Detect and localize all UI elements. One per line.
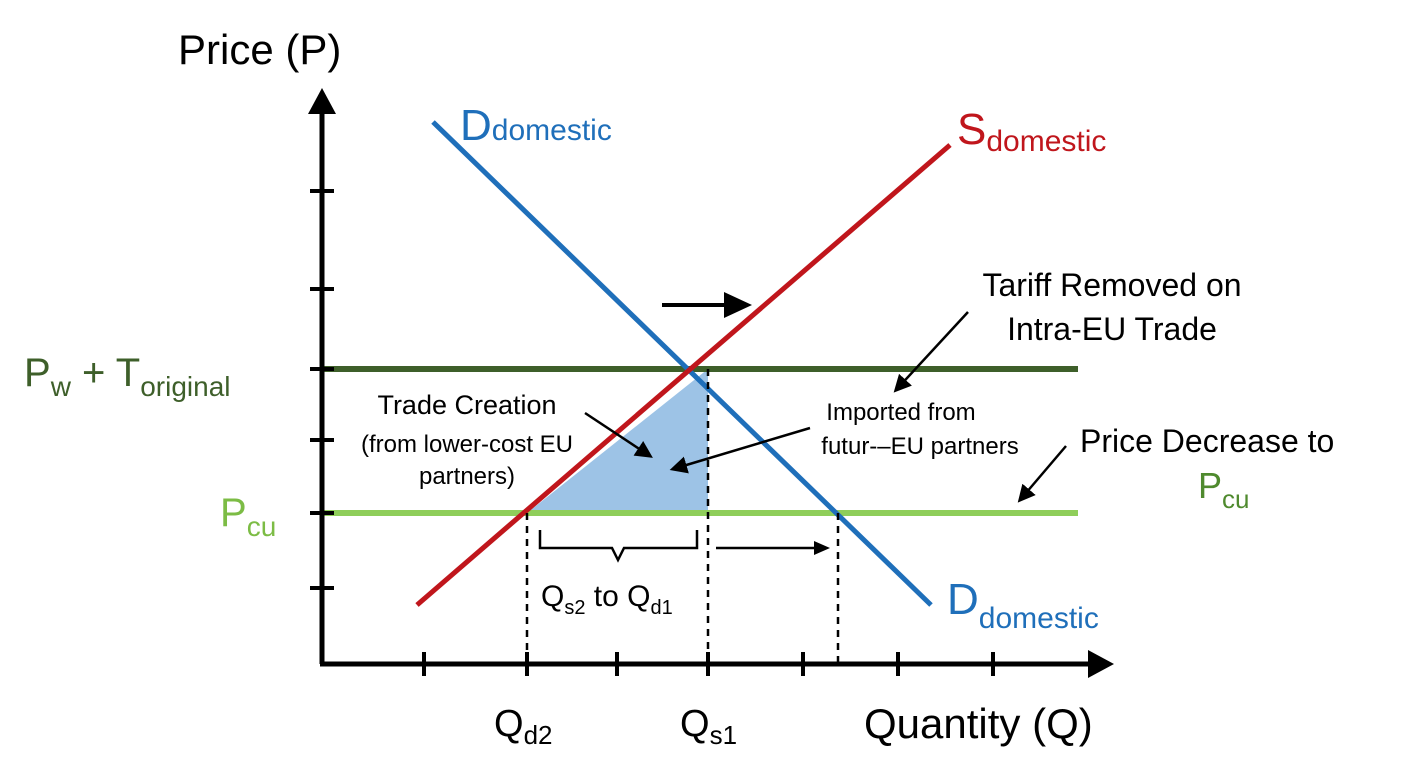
tariff-removed-arrow	[893, 311, 969, 393]
supply-curve	[415, 143, 952, 607]
supply-label: Sdomestic	[957, 105, 1106, 158]
trade-creation-label: Trade Creation	[377, 390, 556, 420]
price-decrease-arrow	[1017, 445, 1067, 503]
trade-creation-sublabel: (from lower-cost EU	[361, 431, 573, 458]
quantity-shift-arrow	[716, 541, 830, 555]
imported-from-arrow	[669, 426, 811, 474]
y-axis-ticks	[310, 189, 334, 590]
trade-creation-area	[527, 369, 708, 513]
price-decrease-label: Price Decrease to	[1080, 423, 1334, 459]
customs-union-price-label: Pcu	[220, 491, 276, 542]
x-axis-ticks	[422, 652, 995, 676]
tariff-removed-label: Tariff Removed on	[982, 267, 1241, 303]
y-axis	[308, 88, 336, 664]
imported-from-label: Imported from	[826, 399, 975, 426]
tariff-removed-sublabel: Intra-EU Trade	[1007, 311, 1217, 347]
price-decrease-pcu-label: Pcu	[1198, 465, 1249, 514]
upper-shift-arrow	[662, 292, 752, 318]
qd2-label: Qd2	[494, 703, 552, 750]
trade-creation-sublabel-2: partners)	[419, 463, 515, 490]
demand-curve	[431, 120, 933, 607]
world-price-plus-tariff-label: Pw + Toriginal	[24, 351, 231, 402]
x-axis	[320, 650, 1114, 678]
trade-creation-arrow	[584, 411, 653, 458]
qs1-label: Qs1	[680, 703, 737, 750]
quantity-bracket	[538, 530, 699, 563]
imported-from-sublabel: futur-–EU partners	[821, 433, 1018, 460]
demand-label-top: Ddomestic	[460, 101, 612, 150]
bracket-label: Qs2 to Qd1	[541, 580, 673, 619]
demand-label-bottom: Ddomestic	[947, 575, 1099, 635]
x-axis-label: Quantity (Q)	[864, 700, 1093, 747]
y-axis-label: Price (P)	[178, 26, 341, 73]
